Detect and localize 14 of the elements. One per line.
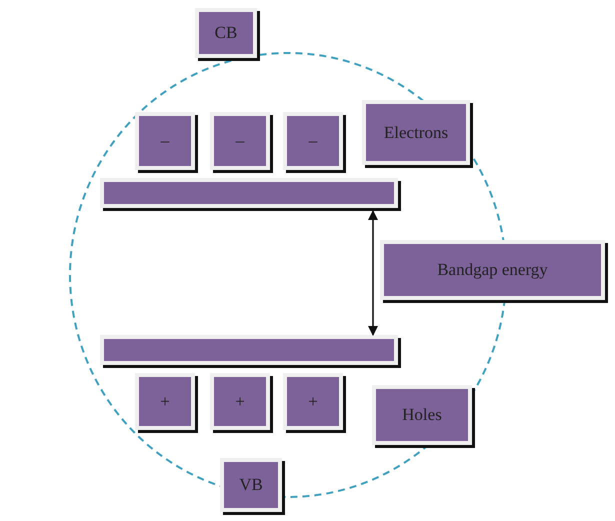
label-box: – [283,112,343,170]
label-box: + [210,373,270,430]
band-bar [100,335,398,365]
label-box: Bandgap energy [380,240,605,300]
label-box: + [283,373,343,430]
label-box: Holes [372,385,472,445]
label-box: – [210,112,270,170]
label-box: – [135,112,195,170]
label-box: CB [195,8,257,58]
label-box: + [135,373,195,430]
double-arrow [368,210,378,336]
band-bar [100,178,398,208]
label-box: VB [220,458,282,512]
label-box: Electrons [362,100,470,165]
